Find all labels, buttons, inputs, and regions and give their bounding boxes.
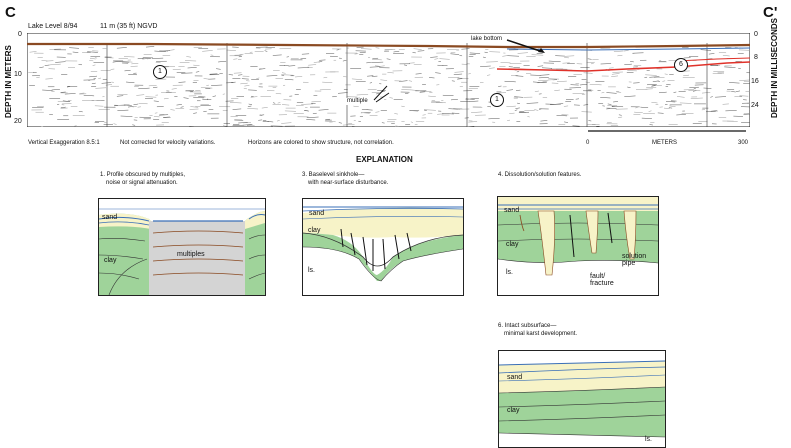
section-letter-left: C: [5, 4, 16, 21]
scale-label: METERS: [652, 140, 678, 146]
panel4-ls-label: ls.: [506, 269, 513, 276]
left-tick-0: 0: [18, 31, 22, 38]
red-horizon-2: [676, 57, 750, 62]
red-horizon: [496, 61, 750, 72]
panel3-sand-label: sand: [309, 210, 325, 217]
right-tick-0: 0: [754, 31, 758, 38]
scale-bar: [588, 130, 746, 132]
panel1-clay-label: clay: [104, 257, 117, 264]
panel-intact-subsurface: sand clay ls.: [498, 350, 666, 448]
panel4-clay-label: clay: [506, 241, 519, 248]
panel6-sand-label: sand: [507, 374, 523, 381]
multiple-arrows: [373, 85, 390, 103]
depth-meters-axis-label: DEPTH IN METERS: [4, 45, 13, 118]
depth-ms-axis-label-1: DEPTH IN MILLISECONDS: [770, 17, 779, 118]
caption-horizons: Horizons are colored to show structure, …: [248, 140, 394, 146]
panel6-title-line2: minimal karst development.: [504, 331, 578, 337]
marker-6: 6: [674, 58, 688, 72]
lake-bottom-horizon: [27, 42, 750, 49]
multiple-label: multiple: [345, 98, 370, 105]
lake-level-value: 11 m (35 ft) NGVD: [100, 23, 158, 30]
right-tick-16: 16: [751, 78, 759, 85]
left-tick-10: 10: [14, 71, 22, 78]
marker-1-right: 1: [490, 93, 504, 107]
lake-bottom-label: lake bottom: [469, 36, 505, 43]
left-tick-20: 20: [14, 118, 22, 125]
panel3-title-line2: with near-surface disturbance.: [308, 180, 389, 186]
panel6-ls-label: ls.: [645, 436, 652, 443]
scale-tick-0: 0: [586, 140, 590, 146]
panel1-title-line1: 1. Profile obscured by multiples,: [100, 172, 186, 178]
panel4-fault-label: fault/fracture: [590, 273, 614, 287]
caption-velocity: Not corrected for velocity variations.: [120, 140, 216, 146]
seismic-profile: [27, 33, 750, 127]
panel4-sand-label: sand: [504, 207, 520, 214]
panel1-multiples-label: multiples: [177, 251, 205, 258]
panel3-title-line1: 3. Baselevel sinkhole—: [302, 172, 365, 178]
panel3-ls-label: ls.: [308, 267, 315, 274]
panel4-title: 4. Dissolution/solution features.: [498, 172, 582, 178]
caption-exaggeration: Vertical Exaggeration 8.5:1: [28, 140, 100, 146]
explanation-title: EXPLANATION: [356, 155, 413, 164]
scale-tick-300: 300: [738, 140, 749, 146]
lake-bottom-arrow: [506, 39, 545, 53]
lake-bottom-blue: [506, 47, 750, 51]
panel1-title-line2: noise or signal attenuation.: [106, 180, 178, 186]
panel3-clay-label: clay: [308, 227, 321, 234]
marker-1-left: 1: [153, 65, 167, 79]
right-tick-8: 8: [754, 54, 758, 61]
panel1-sand-label: sand: [102, 214, 118, 221]
panel6-clay-label: clay: [507, 407, 520, 414]
panel-profile-obscured: sand clay multiples: [98, 198, 266, 296]
right-tick-24: 24: [751, 102, 759, 109]
panel6-title-line1: 6. Intact subsurface—: [498, 323, 557, 329]
section-letter-right: C': [763, 4, 778, 21]
panel-baselevel-sinkhole: sand clay ls.: [302, 198, 464, 296]
seismic-noise: [28, 43, 750, 127]
lake-level-label: Lake Level 8/94: [28, 23, 78, 30]
